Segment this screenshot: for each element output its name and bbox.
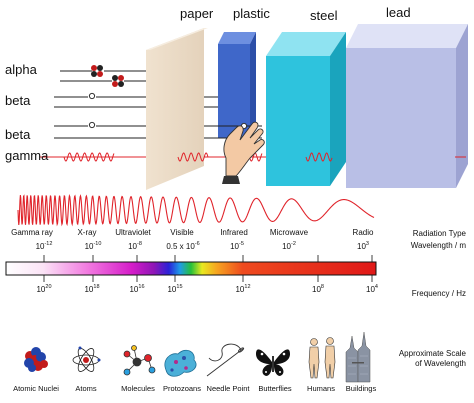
molecule-icon [123,345,156,376]
alpha-particle-1 [91,65,103,77]
radiation-label-beta-2: beta [5,127,31,142]
frequency-value: 1016 [129,284,145,294]
beta-particles [88,92,248,130]
wavelength-unit-label: Wavelength / m [410,241,466,250]
material-label-steel: steel [310,8,338,23]
scale-label: Butterflies [258,384,292,393]
butterfly-icon [256,349,290,376]
scale-label: Atoms [75,384,97,393]
material-label-paper: paper [180,6,214,21]
plastic-panel [218,32,256,138]
scale-label: Needle Point [206,384,250,393]
atom-icon [72,346,101,372]
radiation-type-label: Radiation Type [412,229,466,238]
radiation-label-gamma: gamma [5,148,49,163]
frequency-value: 104 [366,284,378,294]
band-label: Radio [352,228,374,237]
radiation-rays [54,70,146,139]
hand-icon [222,121,265,184]
radiation-label-beta: beta [5,93,31,108]
wavelength-value: 10-10 [84,241,102,251]
buildings-icon [345,331,371,383]
wavelength-value: 0.5 x 10-6 [166,241,200,251]
scale-label-line2: of Wavelength [415,359,466,368]
frequency-value: 1012 [235,284,251,294]
frequency-value: 108 [312,284,324,294]
gamma-wave-segment [305,152,333,162]
scale-label-line1: Approximate Scale [398,349,466,358]
band-label: Visible [170,228,194,237]
wavelength-value: 10-5 [230,241,244,251]
scale-label: Protozoans [163,384,201,393]
wavelength-value: 10-8 [128,241,142,251]
radiation-label-alpha: alpha [5,62,37,77]
spectrum-ticks [43,255,373,282]
material-label-lead: lead [386,5,411,20]
band-label: Ultraviolet [115,228,151,237]
material-label-plastic: plastic [233,6,270,21]
band-label: X-ray [77,228,97,237]
frequency-value: 1020 [36,284,52,294]
paper-panel [146,28,208,190]
band-label: Infrared [220,228,248,237]
wavelength-wave [17,194,375,227]
spectrum-bar [5,261,377,276]
band-label: Microwave [269,228,309,237]
frequency-value: 1018 [84,284,100,294]
steel-panel [266,32,346,186]
alpha-particle-2 [112,75,124,87]
protozoa-icon [164,349,197,377]
gamma-wave-segment [177,152,209,162]
wavelength-value: 10-2 [282,241,296,251]
wavelength-value: 103 [357,241,369,251]
scale-label: Molecules [121,384,155,393]
humans-icon [308,337,336,379]
scale-label: Atomic Nuclei [13,384,59,393]
scale-label: Buildings [345,384,377,393]
frequency-unit-label: Frequency / Hz [411,289,466,298]
band-label: Gamma ray [11,228,53,237]
gamma-wave-segment [63,152,115,162]
nucleus-icon [24,347,48,372]
scale-label: Humans [307,384,335,393]
wavelength-value: 10-12 [35,241,53,251]
lead-panel [346,24,468,188]
frequency-value: 1015 [167,284,183,294]
needle-icon [206,343,245,377]
